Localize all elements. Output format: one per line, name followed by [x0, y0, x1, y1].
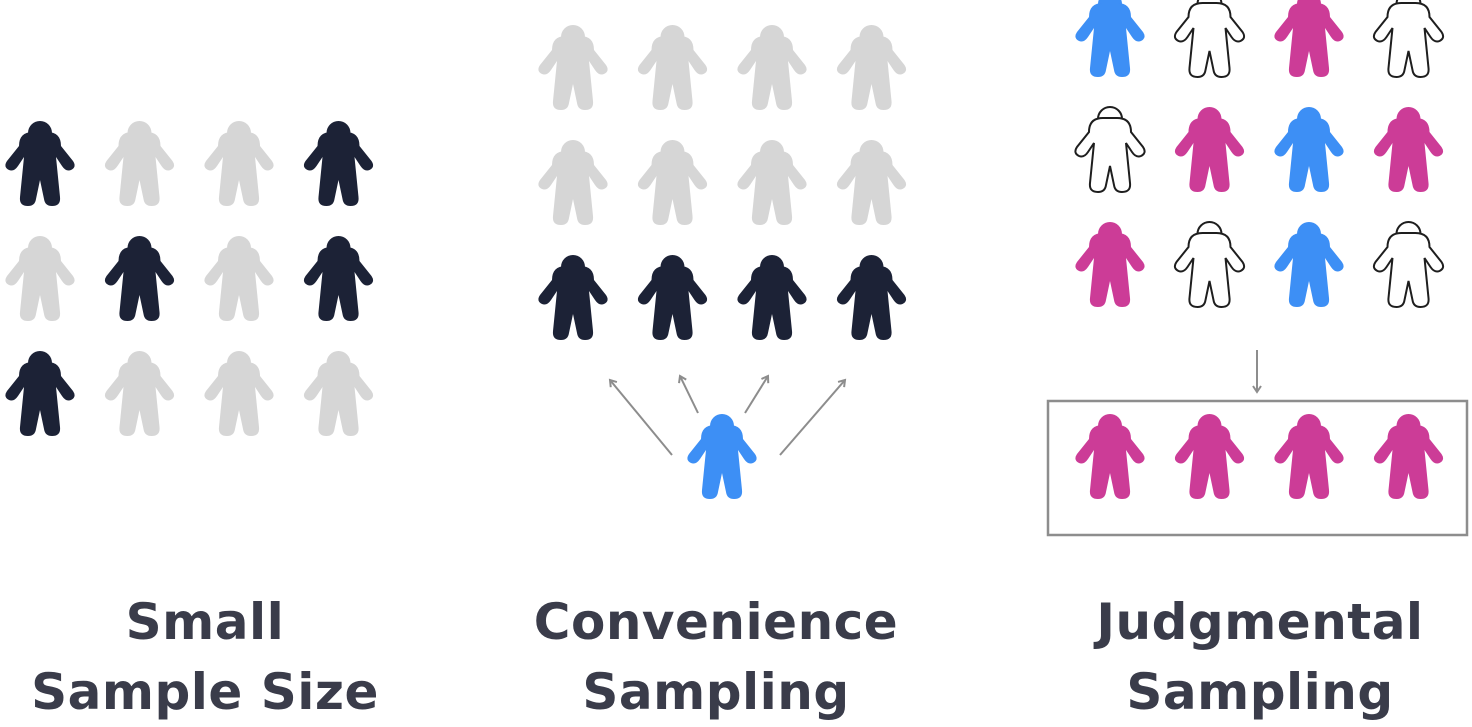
person-icon [204, 236, 274, 321]
person-icon [1075, 0, 1145, 77]
person-icon [737, 25, 807, 110]
person-icon [1174, 414, 1245, 499]
person-icon [1373, 107, 1444, 192]
small-sample-size-caption: Small Sample Size [0, 587, 445, 727]
person-icon [303, 351, 374, 436]
person-icon [1173, 0, 1246, 79]
person-icon [1373, 414, 1444, 499]
person-icon [5, 121, 75, 206]
person-icon [5, 236, 75, 321]
caption-line: Small [125, 593, 285, 651]
person-icon [1274, 414, 1344, 499]
arrow [678, 374, 699, 414]
arrow [779, 378, 847, 456]
person-icon [836, 255, 907, 340]
arrow [744, 374, 770, 414]
judgmental-figure-grid [1074, 0, 1445, 309]
person-icon [1074, 106, 1146, 194]
person-icon [538, 25, 608, 110]
caption-line: Convenience [533, 593, 899, 651]
person-icon [303, 236, 374, 321]
small-sample-figure-grid [5, 121, 374, 436]
person-icon [737, 255, 807, 340]
person-icon [1173, 221, 1246, 309]
arrow [608, 378, 673, 456]
person-icon [104, 121, 175, 206]
person-icon [1372, 0, 1445, 79]
convenience-sampling-caption: Convenience Sampling [476, 587, 956, 727]
person-icon [1274, 107, 1344, 192]
caption-line: Sampling [1126, 663, 1394, 721]
person-icon [1372, 221, 1445, 309]
person-icon [538, 255, 608, 340]
person-icon [737, 140, 807, 225]
judgmental-selected-figures [1075, 414, 1444, 499]
person-icon [104, 236, 175, 321]
person-icon [1274, 222, 1344, 307]
person-icon [687, 414, 757, 499]
person-icon [204, 351, 274, 436]
person-icon [204, 121, 274, 206]
convenience-selector-person [687, 414, 757, 499]
caption-line: Judgmental [1096, 593, 1424, 651]
person-icon [836, 25, 907, 110]
person-icon [104, 351, 175, 436]
person-icon [1075, 414, 1145, 499]
judgmental-sampling-caption: Judgmental Sampling [1020, 587, 1472, 727]
person-icon [538, 140, 608, 225]
person-icon [637, 140, 708, 225]
person-icon [637, 255, 708, 340]
person-icon [1274, 0, 1344, 77]
caption-line: Sample Size [31, 663, 379, 721]
person-icon [836, 140, 907, 225]
person-icon [1174, 107, 1245, 192]
convenience-selection-arrows [608, 374, 847, 456]
person-icon [5, 351, 75, 436]
convenience-figure-grid [538, 25, 907, 340]
person-icon [637, 25, 708, 110]
judgmental-selection-box [1046, 399, 1469, 537]
person-icon [303, 121, 374, 206]
person-icon [1075, 222, 1145, 307]
caption-line: Sampling [582, 663, 850, 721]
